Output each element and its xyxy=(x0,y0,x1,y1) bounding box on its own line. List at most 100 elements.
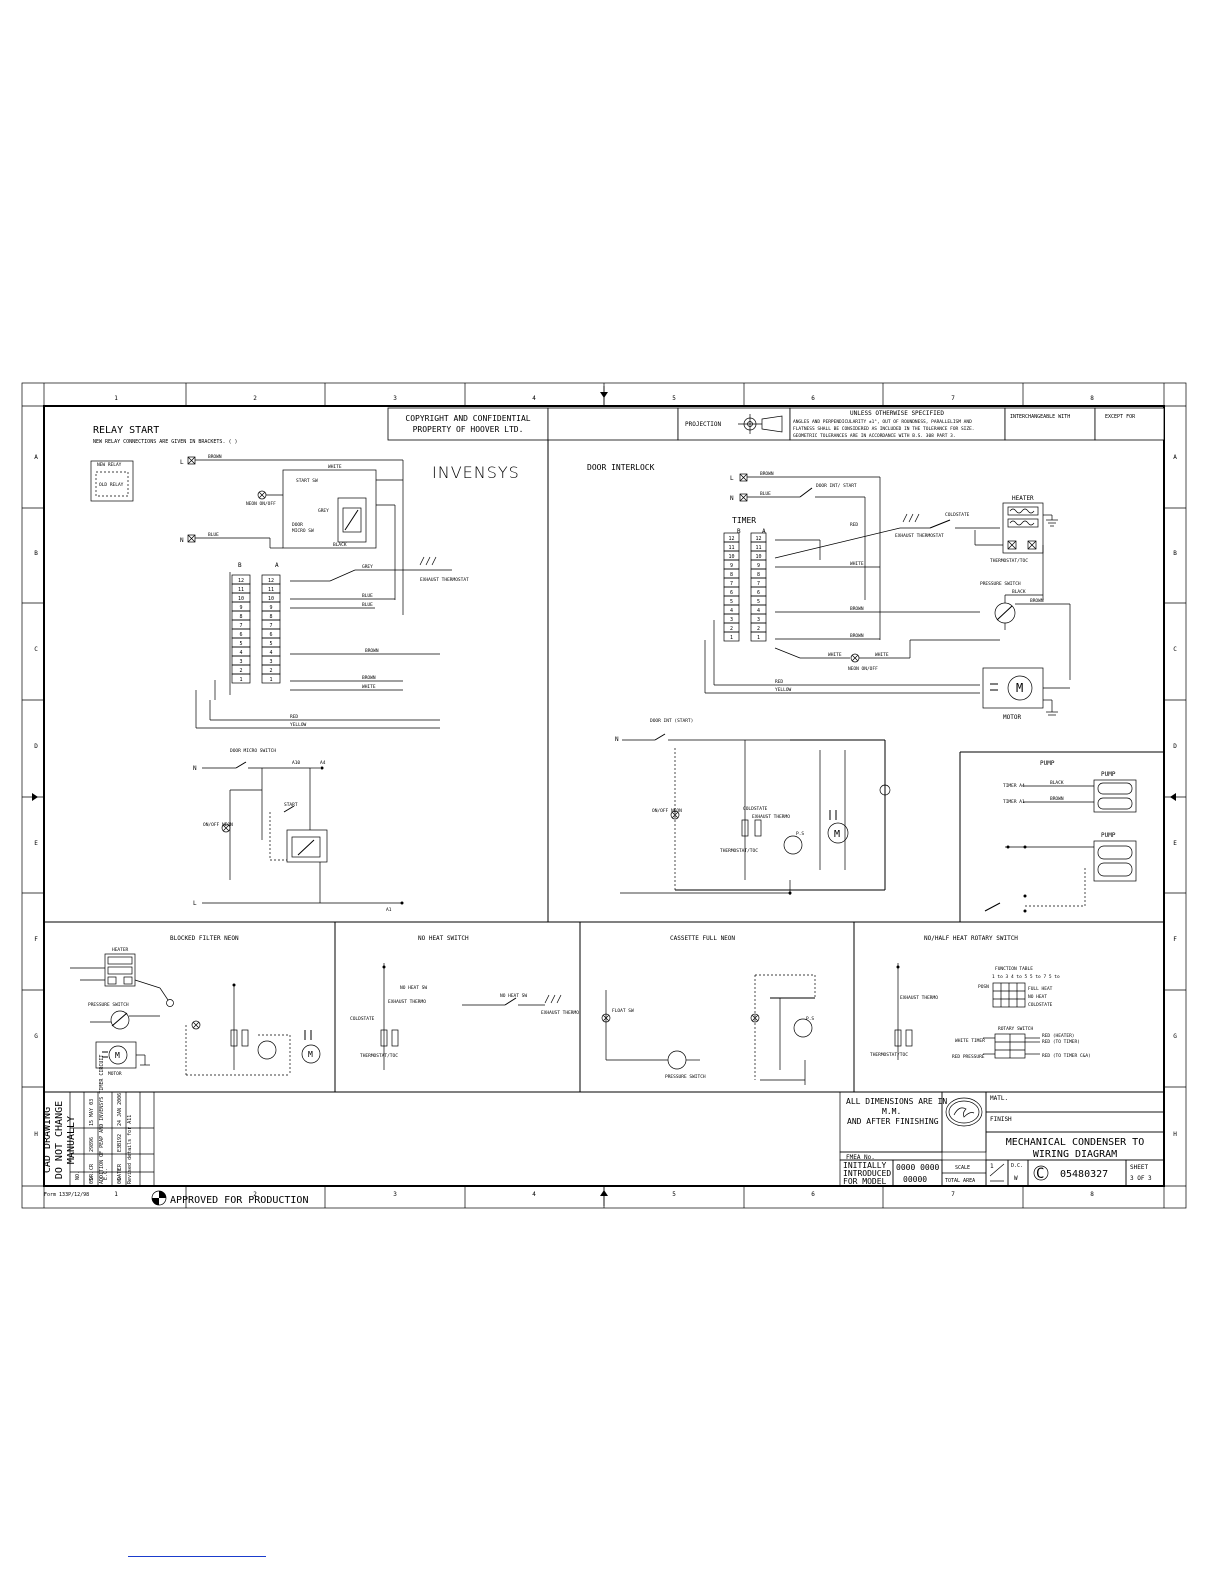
bf-motor-label: MOTOR xyxy=(108,1071,122,1077)
invensys-brand: INVENSYS xyxy=(432,463,520,482)
blocked-filter-title: BLOCKED FILTER NEON xyxy=(170,935,239,942)
relay-neon-indicator xyxy=(257,490,267,500)
initially-line2: INTRODUCED xyxy=(843,1169,891,1178)
dc-label: D.C. xyxy=(1011,1163,1023,1169)
rev-description: Revised details for A11 xyxy=(127,1115,133,1184)
di-neon-label: NEON ON/OFF xyxy=(848,666,878,672)
hoover-logo xyxy=(945,1097,983,1127)
rev-cell: E3B192 xyxy=(117,1134,123,1152)
col-label-bottom: 8 xyxy=(1090,1191,1094,1198)
pump-timer-a1: TIMER A1 xyxy=(1003,799,1025,805)
timer-terminal-b-label: 4 xyxy=(730,608,733,614)
rev-description: ADDITION OF PEAP AND INVENSYS TIMER CIRC… xyxy=(99,1055,105,1184)
top-title-strip: COPYRIGHT AND CONFIDENTIAL PROPERTY OF H… xyxy=(387,407,1165,441)
relay-terminal-b-label: 6 xyxy=(239,632,242,638)
relay-terminal-b-cell xyxy=(231,673,251,684)
col-label-bottom: 2 xyxy=(253,1191,257,1198)
timer-terminal-a-cell xyxy=(750,631,767,642)
pump-title: PUMP xyxy=(1040,760,1055,767)
rev-cell: 06 xyxy=(117,1178,123,1184)
footer-link-underline[interactable] xyxy=(128,1556,266,1557)
timer-terminal-a-label: 7 xyxy=(757,581,760,587)
interchangeable-label: INTERCHANGEABLE WITH xyxy=(1010,414,1070,420)
di-l-terminal: L xyxy=(730,475,734,482)
relay-black-wire: BLACK xyxy=(333,542,347,548)
nh-switch-label: NO HEAT SW xyxy=(500,993,527,999)
di-door-start: DOOR INT/ START xyxy=(816,483,857,489)
pump-timer-a4: TIMER A4 xyxy=(1003,783,1025,789)
drawing-number: 05480327 xyxy=(1060,1169,1108,1180)
copyright-line1: COPYRIGHT AND CONFIDENTIAL xyxy=(405,414,530,423)
di2-neon xyxy=(670,810,680,820)
timer-terminal-a-label: 1 xyxy=(757,635,760,641)
timer-terminal-a-label: 6 xyxy=(757,590,760,596)
timer-terminal-b-label: 2 xyxy=(730,626,733,632)
di-heater-label: HEATER xyxy=(1012,495,1034,502)
di2-on-off-neon: ON/OFF NEON xyxy=(652,808,682,814)
timer-terminal-b-label: 9 xyxy=(730,563,733,569)
cf-ps: P.S xyxy=(806,1016,814,1022)
row-label-left: F xyxy=(34,936,38,943)
unless-line1: ANGLES AND PERPENDICULARITY ±1°, OUT OF … xyxy=(793,419,972,425)
nhh-white-timer: WHITE TIMER xyxy=(955,1038,985,1044)
cassette-title: CASSETTE FULL NEON xyxy=(670,935,735,942)
di-yellow-out: YELLOW xyxy=(775,687,792,693)
bf-pressure-switch: PRESSURE SWITCH xyxy=(88,1002,129,1008)
di2-ps: P.S xyxy=(796,831,804,837)
cf-pressure-sw: PRESSURE SWITCH xyxy=(665,1074,706,1080)
col-label-top: 5 xyxy=(672,395,676,402)
relay-terminal-a-label: 1 xyxy=(269,677,272,683)
relay-terminal-b-label: 4 xyxy=(239,650,242,656)
cf-neon xyxy=(601,1013,611,1023)
new-relay-label: NEW RELAY xyxy=(97,462,122,468)
di-red-wire: RED xyxy=(850,522,858,528)
nhh-red-pressure: RED PRESSURE xyxy=(952,1054,985,1060)
relay-yellow-out: YELLOW xyxy=(290,722,307,728)
di-neon-indicator xyxy=(850,653,860,663)
size-letter: C xyxy=(1036,1166,1044,1182)
nhh-no-heat: NO HEAT xyxy=(1028,994,1047,1000)
timer-terminal-a-label: 9 xyxy=(757,563,760,569)
sheet-label: SHEET xyxy=(1130,1164,1148,1171)
timer-col-b: B xyxy=(737,528,741,535)
relay-terminal-a-label: 8 xyxy=(269,614,272,620)
nhh-exhaust: EXHAUST THERMO xyxy=(900,995,938,1001)
relay2-start: START xyxy=(284,802,298,808)
projection-label: PROJECTION xyxy=(685,421,722,428)
row-label-right: B xyxy=(1173,550,1177,557)
relay-terminal-b-label: 10 xyxy=(238,596,244,602)
timer-terminal-b-label: 6 xyxy=(730,590,733,596)
relay-terminal-b-label: 9 xyxy=(239,605,242,611)
initially-line1: INITIALLY xyxy=(843,1161,887,1170)
col-label-bottom: 7 xyxy=(951,1191,955,1198)
timer-terminal-a-label: 2 xyxy=(757,626,760,632)
relay-terminal-a-label: 4 xyxy=(269,650,272,656)
timer-terminal-a-label: 5 xyxy=(757,599,760,605)
relay-red-out: RED xyxy=(290,714,298,720)
bf-motor-m: M xyxy=(115,1051,120,1060)
w-label: W xyxy=(1014,1175,1018,1182)
relay-terminal-a-label: 2 xyxy=(269,668,272,674)
timer-terminal-a-label: 10 xyxy=(755,554,761,560)
cf-neon2 xyxy=(750,1013,760,1023)
di2-motor-m: M xyxy=(834,829,840,840)
col-label-top: 7 xyxy=(951,395,955,402)
relay-exhaust-thermostat xyxy=(419,556,437,566)
door-interlock-title: DOOR INTERLOCK xyxy=(587,463,655,472)
row-label-right: F xyxy=(1173,936,1177,943)
relay-neon-label: NEON ON/OFF xyxy=(246,501,276,507)
pump1-label: PUMP xyxy=(1101,771,1116,778)
matl-label: MATL. xyxy=(990,1095,1008,1102)
di-pressure-switch: PRESSURE SWITCH xyxy=(980,581,1021,587)
di2-n-label: N xyxy=(615,736,619,743)
scale-value: 1 xyxy=(990,1163,994,1170)
form-number: Form 133P/12/98 xyxy=(44,1192,89,1198)
di-exhaust-thermostat xyxy=(902,513,920,523)
rev-cell: CR xyxy=(117,1163,123,1170)
row-label-left: C xyxy=(34,646,38,653)
relay-terminal-b-label: 3 xyxy=(239,659,242,665)
finish-label: FINISH xyxy=(990,1116,1012,1123)
relay-terminal-a-label: 11 xyxy=(268,587,274,593)
relay2-l-label: L xyxy=(193,900,197,907)
